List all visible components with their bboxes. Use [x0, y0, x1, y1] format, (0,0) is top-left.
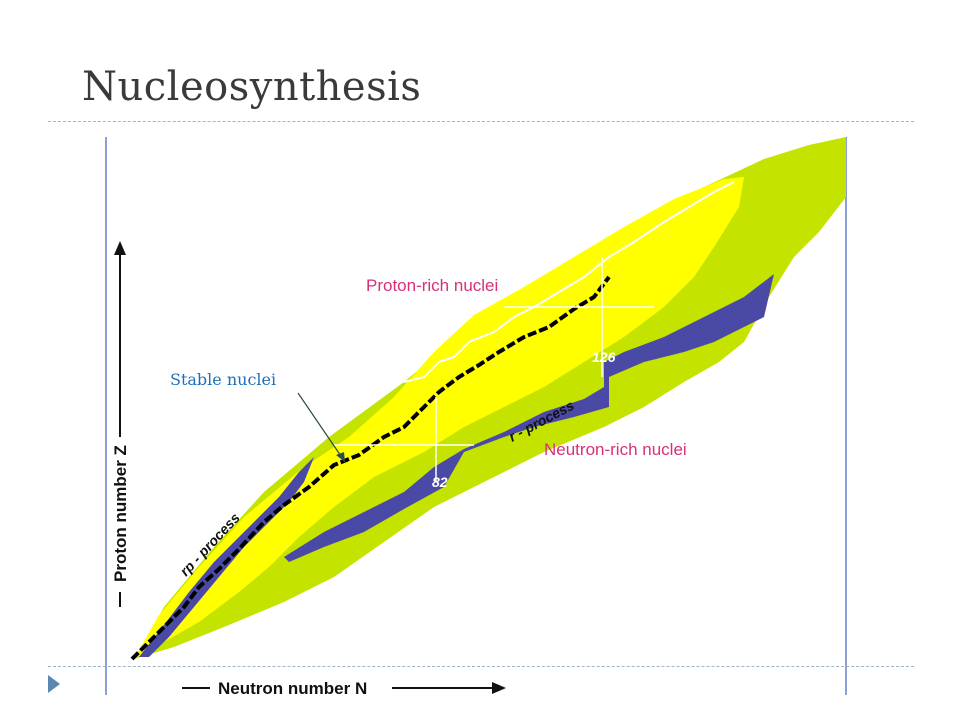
stable-nuclei-line	[130, 275, 611, 661]
magic-number-126-label: 126	[592, 349, 616, 365]
neutron-rich-label: Neutron-rich nuclei	[544, 440, 687, 459]
pointer-line	[297, 392, 346, 463]
drip-line	[403, 181, 735, 383]
footer-divider	[48, 666, 914, 667]
bullet-triangle-icon	[48, 675, 60, 693]
r-process-region	[284, 274, 774, 562]
slide-title: Nucleosynthesis	[82, 64, 422, 110]
proton-rich-label: Proton-rich nuclei	[366, 276, 498, 295]
pointer-arrowhead	[336, 452, 345, 462]
x-axis-arrowhead	[492, 682, 506, 694]
title-divider	[48, 121, 914, 122]
nuclide-chart-figure: Proton-rich nuclei Neutron-rich nuclei 1…	[104, 137, 848, 695]
y-axis-arrowhead	[114, 241, 126, 255]
y-axis-label: Proton number Z	[111, 445, 130, 582]
nuclide-chart: Proton-rich nuclei Neutron-rich nuclei 1…	[105, 137, 847, 695]
stable-nuclei-annotation: Stable nuclei	[170, 370, 277, 389]
magic-number-82-label: 82	[432, 474, 448, 490]
x-axis-label: Neutron number N	[218, 679, 367, 695]
